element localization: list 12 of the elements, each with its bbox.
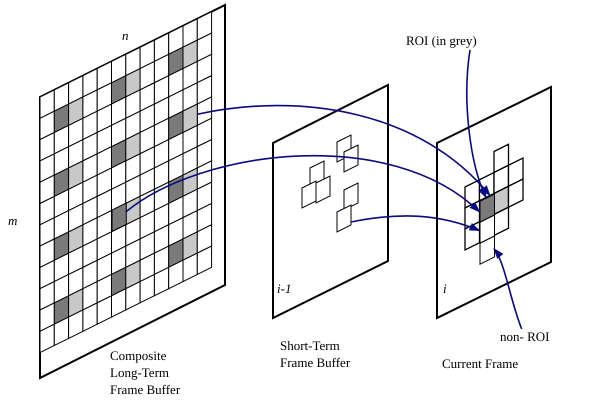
arrow (350, 215, 480, 232)
callout-text: non- ROI (500, 329, 550, 345)
frame-index-label: i (443, 281, 447, 297)
dimension-label: m (8, 213, 18, 229)
leader-line (493, 248, 522, 330)
dimension-label: n (122, 28, 128, 44)
frame-caption: Composite Long-Term Frame Buffer (110, 347, 182, 398)
dimension-label: Current Frame (442, 356, 518, 372)
frame-caption: Short-Term Frame Buffer (280, 337, 352, 371)
callout-text: ROI (in grey) (406, 33, 477, 49)
frame-index-label: i-1 (277, 281, 292, 297)
leader-line (466, 50, 487, 198)
